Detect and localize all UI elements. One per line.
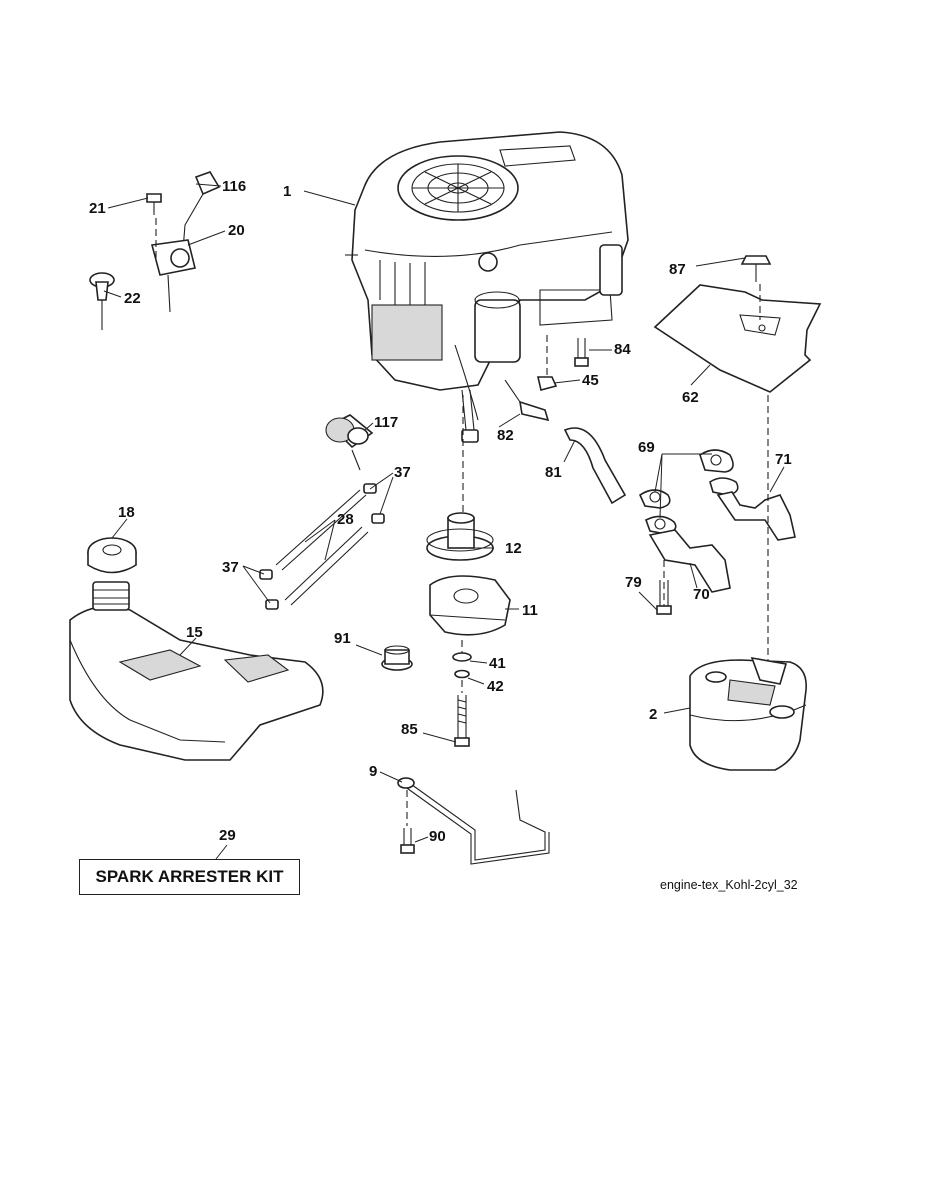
callout-29: 29 <box>219 827 236 844</box>
support-rod <box>397 777 550 865</box>
callout-117: 117 <box>374 414 398 431</box>
callout-79: 79 <box>625 574 642 591</box>
fuel-lines <box>259 414 385 610</box>
heat-shield <box>536 255 822 393</box>
callout-37-upper: 37 <box>394 464 411 481</box>
pto-clutch <box>426 395 511 747</box>
callout-9: 9 <box>369 763 377 780</box>
leader-lines <box>103 183 785 860</box>
callout-90: 90 <box>429 828 446 845</box>
callout-71: 71 <box>775 451 792 468</box>
wire-harness <box>461 379 627 505</box>
callout-22: 22 <box>124 290 141 307</box>
callout-37-lower: 37 <box>222 559 239 576</box>
diagram-code: engine-tex_Kohl-2cyl_32 <box>660 878 798 892</box>
callout-87: 87 <box>669 261 686 278</box>
throttle-control <box>89 171 221 330</box>
callouts: 1 2 9 11 12 15 18 20 21 22 28 29 37 37 4… <box>89 178 792 845</box>
callout-42: 42 <box>487 678 504 695</box>
callout-116: 116 <box>222 178 246 195</box>
callout-84: 84 <box>614 341 631 358</box>
callout-85: 85 <box>401 721 418 738</box>
callout-11: 11 <box>522 602 538 619</box>
callout-18: 18 <box>118 504 135 521</box>
callout-21: 21 <box>89 200 106 217</box>
callout-20: 20 <box>228 222 245 239</box>
kit-label-text: SPARK ARRESTER KIT <box>95 867 284 886</box>
spark-arrester-kit-label: SPARK ARRESTER KIT <box>79 859 300 895</box>
exhaust-system <box>638 395 807 771</box>
callout-45: 45 <box>582 372 599 389</box>
bushing <box>381 645 413 671</box>
fuel-tank <box>69 537 324 761</box>
callout-1: 1 <box>283 183 291 200</box>
callout-12: 12 <box>505 540 522 557</box>
callout-70: 70 <box>693 586 710 603</box>
engine <box>345 131 629 421</box>
callout-15: 15 <box>186 624 203 641</box>
callout-28: 28 <box>337 511 354 528</box>
callout-2: 2 <box>649 706 657 723</box>
callout-41: 41 <box>489 655 506 672</box>
callout-62: 62 <box>682 389 699 406</box>
callout-81: 81 <box>545 464 562 481</box>
callout-82: 82 <box>497 427 514 444</box>
callout-91: 91 <box>334 630 351 647</box>
callout-69: 69 <box>638 439 655 456</box>
